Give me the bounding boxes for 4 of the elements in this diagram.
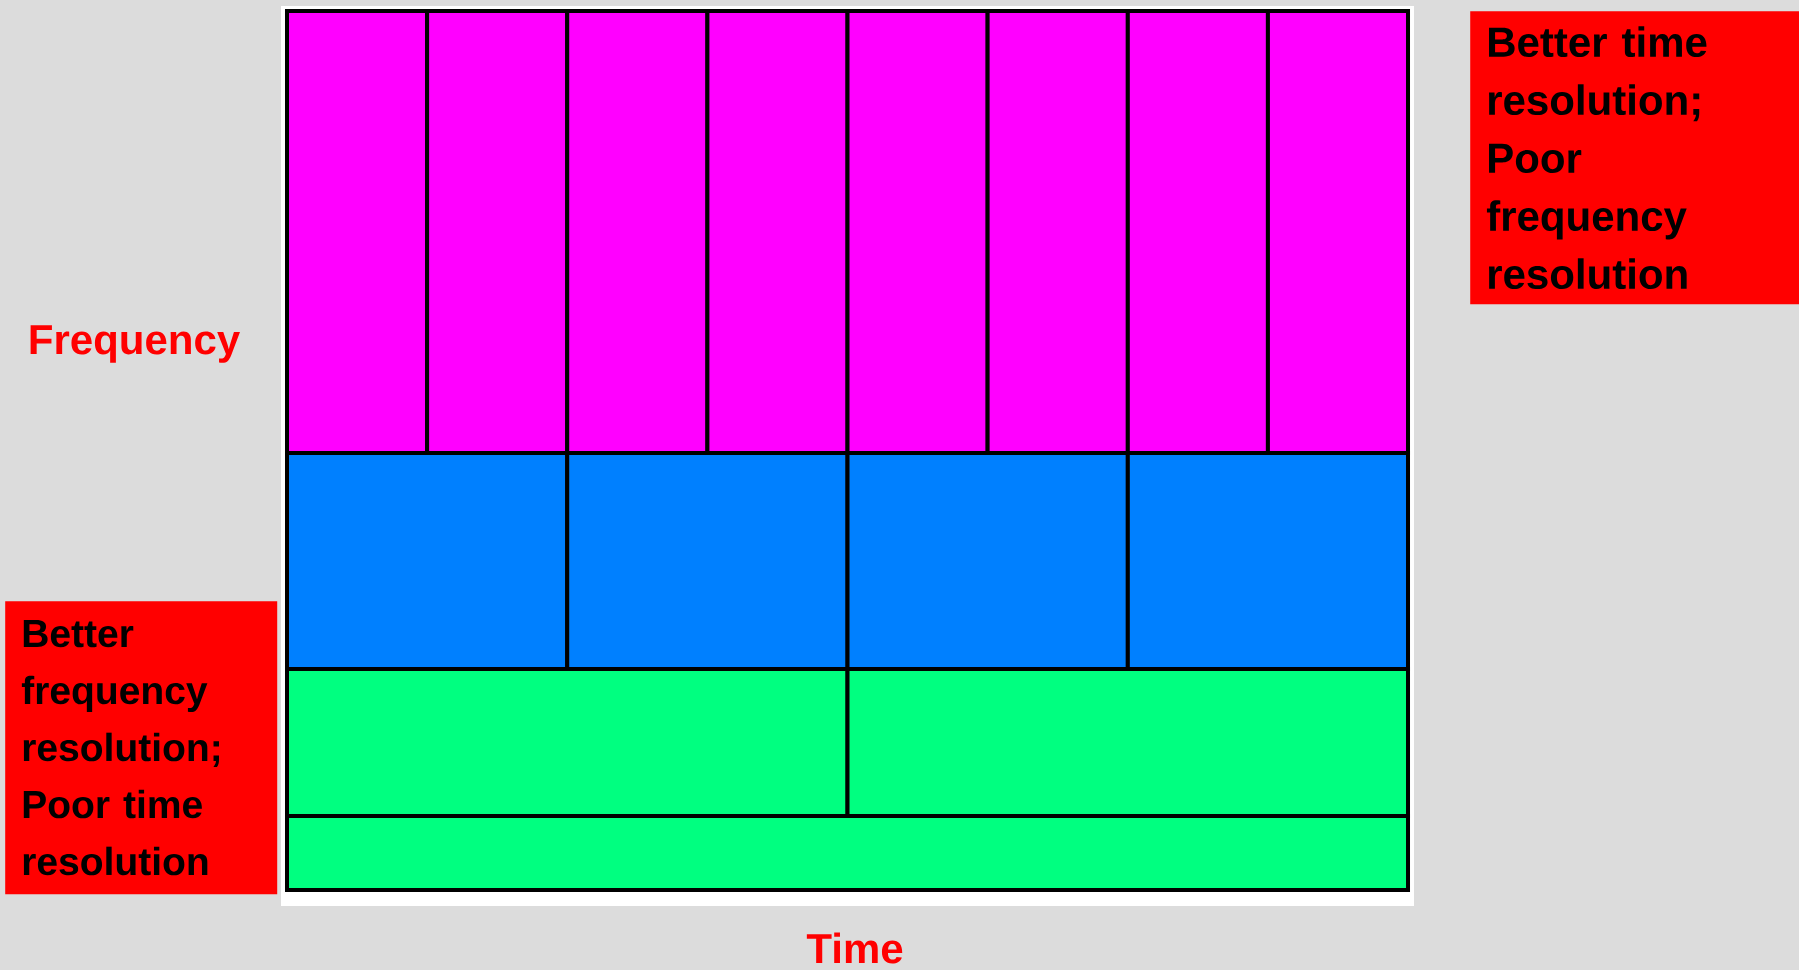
- axis-label: Frequency: [30, 325, 240, 363]
- axis-label: Time: [806, 932, 903, 964]
- note-box: Better frequency resolution; Poor time resolution: [5, 601, 278, 895]
- note-box: Better time resolution; Poor frequency resolution: [1470, 11, 1799, 305]
